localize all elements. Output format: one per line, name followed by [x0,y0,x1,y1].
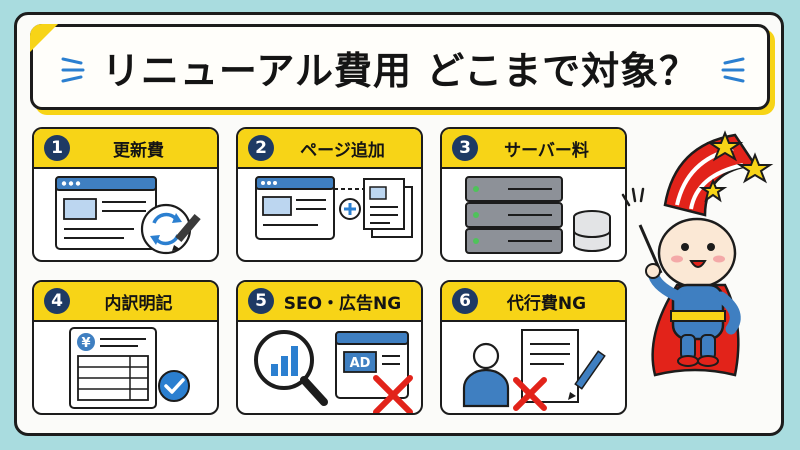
card-seo-ads-ng: 5 SEO・広告NG AD [236,280,423,415]
card-label: SEO・広告NG [283,293,402,314]
server-rack-icon [465,176,611,254]
card-number-badge: 6 [452,288,478,314]
card-number-badge: 3 [452,135,478,161]
card-number-badge: 1 [44,135,70,161]
person-document-cross-icon [462,329,606,411]
star-icon [698,178,728,203]
title-banner: リニューアル費用 どこまで対象？ [30,24,770,110]
card-header: 3 サーバー料 [442,129,625,169]
card-header: 1 更新費 [34,129,217,169]
card-header: 2 ページ追加 [238,129,421,169]
card-number-badge: 5 [248,288,274,314]
card-header: 4 内訳明記 [34,282,217,322]
add-page-icon [255,176,413,240]
mascot-character [621,130,774,377]
card-agency-fee-ng: 6 代行費NG [440,280,627,415]
card-label: サーバー料 [504,140,589,161]
yen-symbol: ¥ [81,336,90,351]
ad-label: AD [350,356,371,371]
card-server-fee: 3 サーバー料 [440,127,627,262]
seo-ad-cross-icon: AD [254,330,413,413]
card-page-addition: 2 ページ追加 [236,127,423,262]
card-header: 5 SEO・広告NG [238,282,421,322]
sparkle-left-icon [61,57,85,83]
card-number-badge: 4 [44,288,70,314]
star-icon [706,130,744,162]
invoice-check-icon: ¥ [69,327,190,409]
card-breakdown: 4 内訳明記 ¥ [32,280,219,415]
card-number-badge: 2 [248,135,274,161]
card-label: 内訳明記 [104,293,173,314]
card-header: 6 代行費NG [442,282,625,322]
browser-refresh-icon [55,176,201,255]
card-label: ページ追加 [300,140,385,161]
star-icon [736,152,774,184]
mascot-head [657,217,737,289]
page-title: リニューアル費用 どこまで対象？ [101,48,699,93]
card-label: 代行費NG [506,293,587,314]
sparkle-right-icon [721,57,745,83]
card-renewal-fee: 1 更新費 [32,127,219,262]
card-label: 更新費 [113,140,164,161]
